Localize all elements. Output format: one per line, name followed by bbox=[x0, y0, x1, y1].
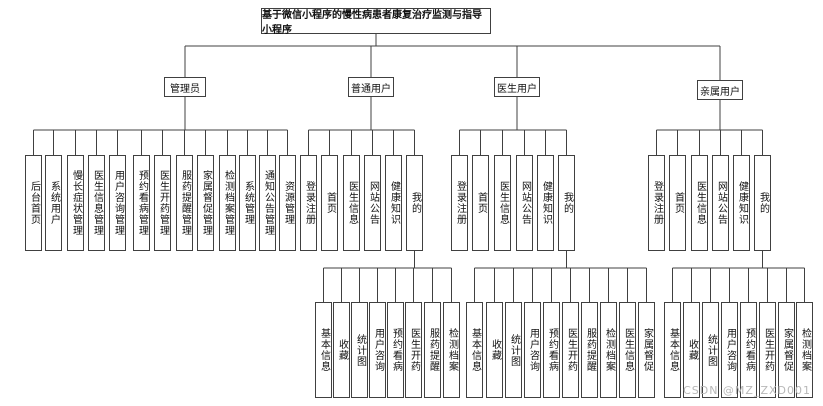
user-leaf-3: 网站公告 bbox=[364, 155, 381, 251]
family-leaf-3: 网站公告 bbox=[712, 155, 729, 251]
role-node-admin: 管理员 bbox=[164, 77, 206, 97]
doctor-mine-leaf-8: 医生信息 bbox=[619, 302, 636, 398]
user-leaf-5: 我的 bbox=[406, 155, 423, 251]
admin-leaf-2: 慢长症状管理 bbox=[67, 155, 84, 251]
user-leaf-0: 登录注册 bbox=[300, 155, 317, 251]
user-mine-leaf-6: 服药提醒 bbox=[424, 302, 441, 398]
user-leaf-1: 首页 bbox=[321, 155, 338, 251]
family-leaf-1: 首页 bbox=[669, 155, 686, 251]
user-mine-leaf-4: 预约看病 bbox=[387, 302, 404, 398]
admin-leaf-8: 家属督促管理 bbox=[197, 155, 214, 251]
family-leaf-0: 登录注册 bbox=[648, 155, 665, 251]
user-mine-leaf-7: 检测档案 bbox=[443, 302, 460, 398]
family-mine-leaf-6: 家属督促 bbox=[778, 302, 795, 398]
doctor-leaf-2: 医生信息 bbox=[494, 155, 511, 251]
admin-leaf-10: 系统管理 bbox=[239, 155, 256, 251]
family-mine-leaf-1: 收藏 bbox=[683, 302, 700, 398]
user-mine-leaf-3: 用户咨询 bbox=[369, 302, 386, 398]
doctor-mine-leaf-4: 预约看病 bbox=[543, 302, 560, 398]
admin-leaf-1: 系统用户 bbox=[45, 155, 62, 251]
admin-leaf-11: 通知公告管理 bbox=[259, 155, 276, 251]
doctor-leaf-1: 首页 bbox=[472, 155, 489, 251]
family-mine-leaf-5: 医生开药 bbox=[759, 302, 776, 398]
admin-leaf-12: 资源管理 bbox=[279, 155, 296, 251]
admin-leaf-0: 后台首页 bbox=[25, 155, 42, 251]
user-mine-leaf-1: 收藏 bbox=[333, 302, 350, 398]
doctor-mine-leaf-7: 检测档案 bbox=[600, 302, 617, 398]
family-mine-leaf-0: 基本信息 bbox=[664, 302, 681, 398]
admin-leaf-6: 医生开药管理 bbox=[154, 155, 171, 251]
doctor-mine-leaf-1: 收藏 bbox=[486, 302, 503, 398]
family-mine-leaf-4: 预约看病 bbox=[740, 302, 757, 398]
family-mine-leaf-3: 用户咨询 bbox=[721, 302, 738, 398]
family-leaf-2: 医生信息 bbox=[691, 155, 708, 251]
user-mine-leaf-0: 基本信息 bbox=[315, 302, 332, 398]
doctor-mine-leaf-5: 医生开药 bbox=[562, 302, 579, 398]
doctor-leaf-5: 我的 bbox=[558, 155, 575, 251]
doctor-mine-leaf-9: 家属督促 bbox=[638, 302, 655, 398]
user-leaf-4: 健康知识 bbox=[385, 155, 402, 251]
doctor-leaf-4: 健康知识 bbox=[537, 155, 554, 251]
doctor-mine-leaf-2: 统计图 bbox=[505, 302, 522, 398]
role-node-family: 亲属用户 bbox=[697, 80, 743, 100]
admin-leaf-4: 用户咨询管理 bbox=[109, 155, 126, 251]
user-mine-leaf-5: 医生开药 bbox=[405, 302, 422, 398]
family-mine-leaf-7: 检测档案 bbox=[796, 302, 813, 398]
admin-leaf-7: 服药提醒管理 bbox=[176, 155, 193, 251]
admin-leaf-5: 预约看病管理 bbox=[133, 155, 150, 251]
admin-leaf-3: 医生信息管理 bbox=[88, 155, 105, 251]
family-leaf-4: 健康知识 bbox=[733, 155, 750, 251]
doctor-leaf-0: 登录注册 bbox=[451, 155, 468, 251]
family-leaf-5: 我的 bbox=[754, 155, 771, 251]
doctor-mine-leaf-0: 基本信息 bbox=[466, 302, 483, 398]
admin-leaf-9: 检测档案管理 bbox=[219, 155, 236, 251]
doctor-leaf-3: 网站公告 bbox=[516, 155, 533, 251]
role-node-doctor: 医生用户 bbox=[494, 77, 540, 97]
doctor-mine-leaf-6: 服药提醒 bbox=[581, 302, 598, 398]
doctor-mine-leaf-3: 用户咨询 bbox=[524, 302, 541, 398]
user-leaf-2: 医生信息 bbox=[343, 155, 360, 251]
root-node: 基于微信小程序的慢性病患者康复治疗监测与指导小程序 bbox=[261, 8, 491, 36]
watermark-text: CSDN @MZ_ZXD001 bbox=[683, 384, 811, 397]
user-mine-leaf-2: 统计图 bbox=[351, 302, 368, 398]
family-mine-leaf-2: 统计图 bbox=[702, 302, 719, 398]
role-node-user: 普通用户 bbox=[348, 77, 394, 97]
